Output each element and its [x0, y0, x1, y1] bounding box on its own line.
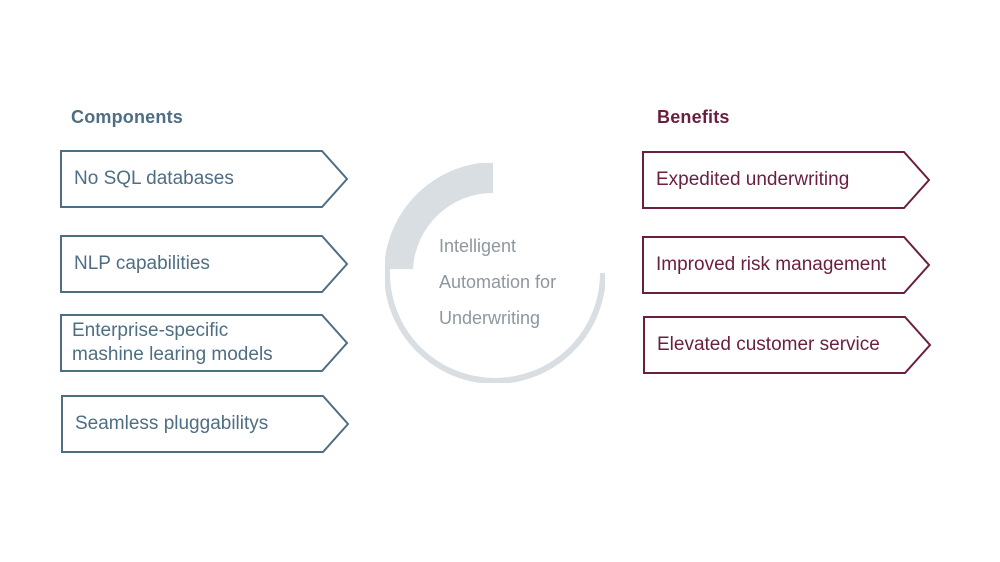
tag-outline [60, 150, 349, 208]
benefit-label: Expedited underwriting [656, 169, 850, 190]
component-tag-nlp: NLP capabilities [60, 235, 350, 293]
tag-outline [60, 314, 349, 372]
benefit-tag-expedited: Expedited underwriting [642, 151, 932, 209]
center-label: Intelligent Automation for Underwriting [439, 228, 589, 336]
component-label-line: mashine learing models [72, 344, 273, 365]
tag-outline [643, 316, 932, 374]
components-heading: Components [71, 107, 183, 127]
ring-wedge [387, 165, 493, 269]
benefit-label: Elevated customer service [657, 334, 880, 355]
tag-outline [61, 395, 350, 453]
component-label: Enterprise-specific mashine learing mode… [72, 314, 316, 372]
tag-outline [642, 151, 931, 209]
center-label-line: Automation for [439, 272, 557, 292]
component-tag-nosql: No SQL databases [60, 150, 350, 208]
component-label: NLP capabilities [74, 253, 210, 274]
tag-outline [60, 235, 349, 293]
center-label-line: Underwriting [439, 308, 541, 328]
component-label: Seamless pluggabilitys [75, 413, 269, 434]
center-label-line: Intelligent [439, 236, 517, 256]
benefit-label: Improved risk management [656, 254, 887, 275]
component-tag-pluggability: Seamless pluggabilitys [61, 395, 351, 453]
component-label: No SQL databases [74, 168, 234, 189]
component-label-line: Enterprise-specific [72, 320, 229, 341]
tag-outline [642, 236, 931, 294]
benefits-heading: Benefits [657, 107, 730, 127]
benefit-tag-customer-service: Elevated customer service [643, 316, 933, 374]
automation-ring-graphic [385, 163, 605, 383]
benefit-tag-risk: Improved risk management [642, 236, 932, 294]
component-tag-ml-models: Enterprise-specific mashine learing mode… [60, 314, 350, 372]
